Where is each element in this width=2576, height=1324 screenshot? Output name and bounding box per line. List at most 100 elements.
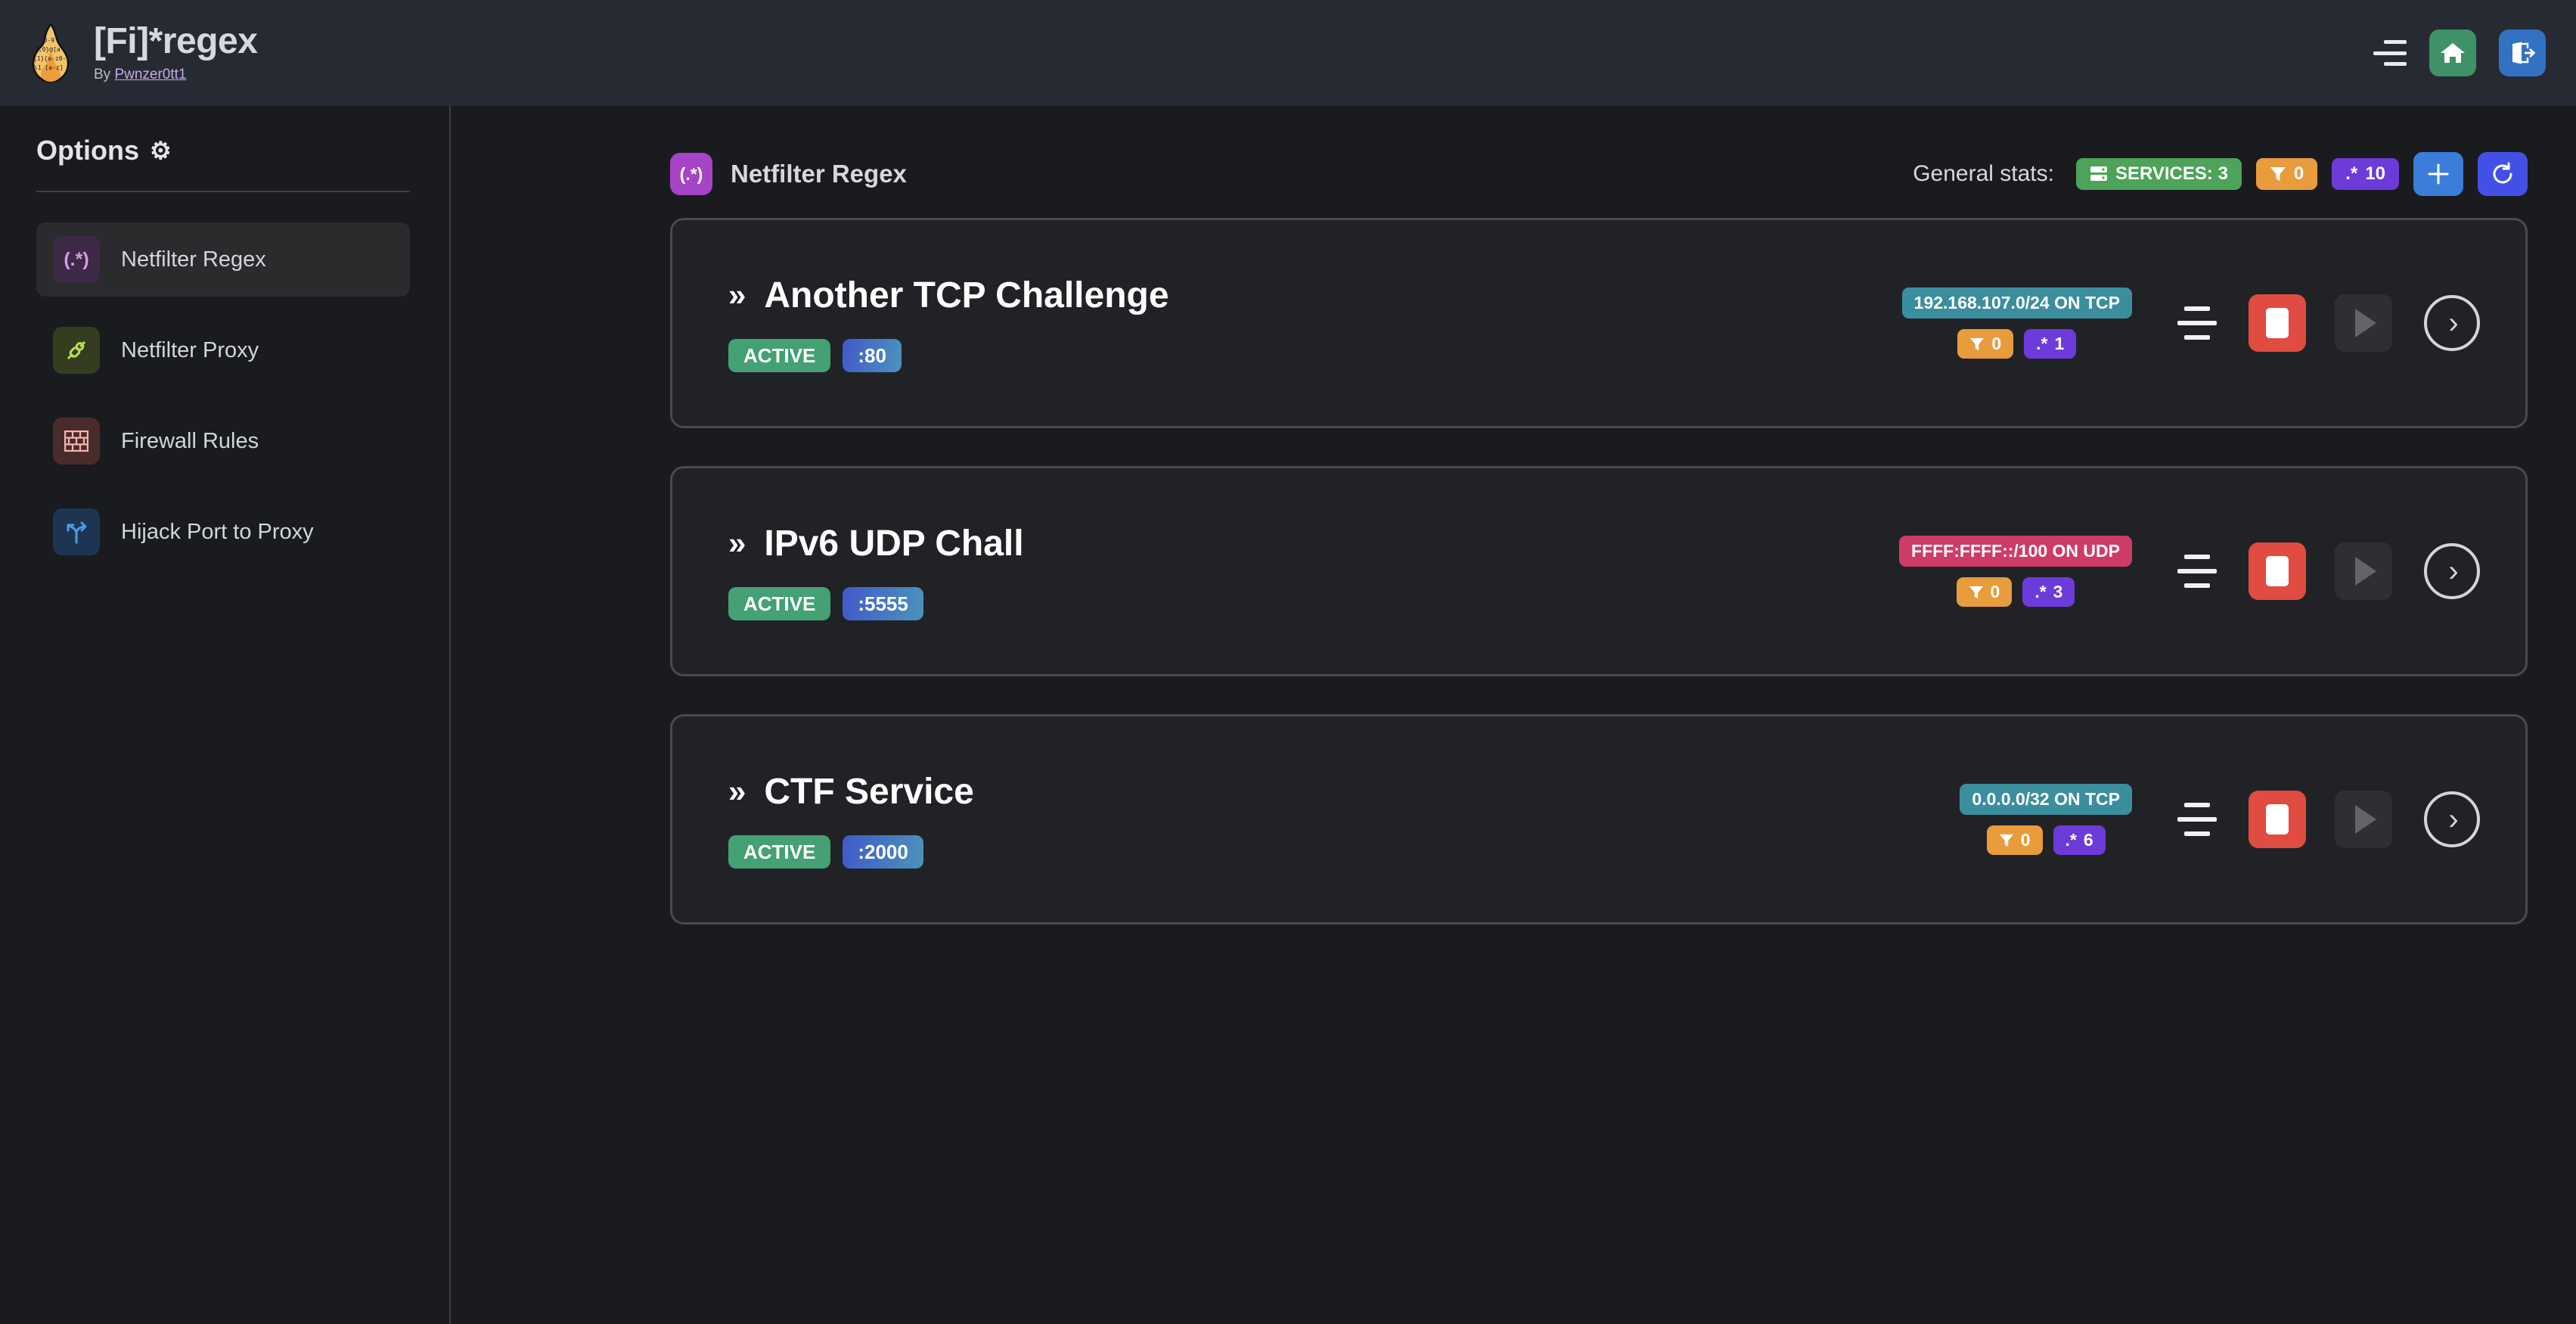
sidebar-item-hijack-port-to-proxy[interactable]: Hijack Port to Proxy: [36, 495, 410, 569]
double-chevron-icon: »: [728, 277, 746, 312]
proxy-plug-icon: [53, 327, 100, 374]
service-badges: ACTIVE :2000: [728, 834, 974, 869]
brand: -z0-9 2,0}@[a {1}[a-z0-9] \1 [a-z] [Fi]*…: [27, 20, 258, 83]
service-counters: 0 .* 3: [1956, 577, 2075, 607]
service-card[interactable]: » Another TCP Challenge ACTIVE :80 192.1…: [670, 218, 2528, 428]
align-center-icon[interactable]: [2176, 555, 2218, 588]
play-button[interactable]: [2335, 791, 2392, 848]
play-icon: [2355, 805, 2376, 834]
refresh-button[interactable]: [2478, 152, 2528, 196]
author-link[interactable]: Pwnzer0tt1: [114, 66, 187, 82]
stop-button[interactable]: [2249, 791, 2306, 848]
align-center-icon[interactable]: [2176, 306, 2218, 340]
double-chevron-icon: »: [728, 773, 746, 809]
port-badge: :5555: [843, 586, 923, 620]
service-badges: ACTIVE :5555: [728, 586, 1024, 620]
brand-text: [Fi]*regex By Pwnzer0tt1: [94, 20, 258, 83]
service-network-info: 192.168.107.0/24 ON TCP 0 .* 1: [1901, 287, 2132, 359]
logout-icon: [2512, 42, 2535, 64]
add-service-button[interactable]: [2413, 152, 2463, 196]
filter-icon: [1970, 337, 1985, 350]
details-button[interactable]: ›: [2424, 543, 2480, 599]
home-button[interactable]: [2429, 30, 2476, 76]
status-badge: ACTIVE: [728, 338, 831, 372]
brick-wall-icon: [53, 418, 100, 465]
regex-count-label: 3: [2053, 582, 2063, 601]
sidebar-item-firewall-rules[interactable]: Firewall Rules: [36, 404, 410, 478]
play-icon: [2355, 557, 2376, 586]
play-button[interactable]: [2335, 542, 2392, 600]
service-counters: 0 .* 6: [1986, 825, 2106, 855]
play-icon: [2355, 309, 2376, 337]
service-actions: 0.0.0.0/32 ON TCP 0 .* 6: [1960, 784, 2480, 855]
service-info: » CTF Service ACTIVE :2000: [728, 771, 974, 869]
regex-icon: .*: [2034, 582, 2047, 601]
port-badge: :80: [843, 338, 902, 372]
filter-count-badge: 0: [1986, 825, 2043, 855]
service-title: » CTF Service: [728, 771, 974, 813]
regex-count-badge: .* 1: [2024, 329, 2077, 359]
app-byline: By Pwnzer0tt1: [94, 67, 257, 83]
services-count-label: SERVICES: 3: [2115, 163, 2228, 184]
network-badge: 192.168.107.0/24 ON TCP: [1901, 287, 2132, 319]
top-bar: -z0-9 2,0}@[a {1}[a-z0-9] \1 [a-z] [Fi]*…: [0, 0, 2576, 106]
regex-icon: (.*): [670, 153, 712, 195]
general-stats-label: General stats:: [1913, 161, 2054, 186]
scrollbar[interactable]: [2570, 106, 2576, 1324]
align-center-icon[interactable]: [2176, 803, 2218, 836]
app-title: [Fi]*regex: [94, 20, 258, 61]
service-title: » Another TCP Challenge: [728, 275, 1169, 316]
main-header: (.*) Netfilter Regex General stats: SERV…: [451, 151, 2576, 197]
sidebar-item-netfilter-regex[interactable]: (.*) Netfilter Regex: [36, 222, 410, 297]
regex-icon: .*: [2065, 830, 2077, 850]
stop-icon: [2266, 556, 2289, 586]
sidebar-divider: [36, 191, 410, 192]
regex-icon: (.*): [53, 236, 100, 283]
sidebar-heading: Options ⚙: [36, 135, 410, 166]
branch-arrow-icon: [53, 508, 100, 555]
sidebar-item-netfilter-proxy[interactable]: Netfilter Proxy: [36, 313, 410, 387]
hamburger-icon[interactable]: [2373, 40, 2407, 66]
status-badge-filters: 0: [2255, 158, 2318, 190]
svg-text:{1}[a-z0-9]: {1}[a-z0-9]: [33, 55, 73, 62]
details-button[interactable]: ›: [2424, 295, 2480, 351]
sidebar-heading-label: Options: [36, 135, 139, 166]
top-bar-actions: [2373, 30, 2546, 76]
main-content: (.*) Netfilter Regex General stats: SERV…: [451, 106, 2576, 1324]
filters-count-label: 0: [2293, 163, 2304, 184]
service-name: CTF Service: [764, 771, 974, 812]
service-card[interactable]: » CTF Service ACTIVE :2000 0.0.0.0/32 ON…: [670, 714, 2528, 925]
service-actions: 192.168.107.0/24 ON TCP 0 .* 1: [1901, 287, 2480, 359]
service-counters: 0 .* 1: [1957, 329, 2077, 359]
status-badge-regexes: .* 10: [2332, 158, 2399, 190]
regex-icon: .*: [2345, 163, 2358, 184]
filter-count-label: 0: [1991, 334, 2002, 353]
stop-button[interactable]: [2249, 294, 2306, 352]
chevron-right-icon: ›: [2448, 555, 2459, 588]
service-badges: ACTIVE :80: [728, 338, 1169, 372]
server-icon: [2090, 166, 2107, 181]
filter-count-label: 0: [1990, 582, 2000, 601]
service-card[interactable]: » IPv6 UDP Chall ACTIVE :5555 FFFF:FFFF:…: [670, 466, 2528, 676]
stop-button[interactable]: [2249, 542, 2306, 600]
double-chevron-icon: »: [728, 525, 746, 561]
by-prefix: By: [94, 66, 115, 82]
status-badge: ACTIVE: [728, 834, 831, 869]
chevron-right-icon: ›: [2448, 306, 2459, 340]
status-badge-services: SERVICES: 3: [2075, 158, 2242, 190]
body: Options ⚙ (.*) Netfilter Regex Netfilter…: [0, 106, 2576, 1324]
details-button[interactable]: ›: [2424, 791, 2480, 847]
filter-count-badge: 0: [1956, 577, 2013, 607]
sidebar-item-label: Netfilter Regex: [121, 247, 266, 272]
play-button[interactable]: [2335, 294, 2392, 352]
network-badge: 0.0.0.0/32 ON TCP: [1960, 784, 2132, 815]
filter-icon: [1999, 834, 2013, 847]
sidebar-item-label: Hijack Port to Proxy: [121, 519, 314, 544]
regex-count-label: 1: [2054, 334, 2065, 353]
logout-button[interactable]: [2499, 30, 2546, 76]
service-info: » Another TCP Challenge ACTIVE :80: [728, 275, 1169, 372]
filter-icon: [2270, 167, 2286, 181]
svg-text:\1 [a-z]: \1 [a-z]: [34, 64, 64, 71]
service-network-info: 0.0.0.0/32 ON TCP 0 .* 6: [1960, 784, 2132, 855]
stop-icon: [2266, 804, 2289, 834]
